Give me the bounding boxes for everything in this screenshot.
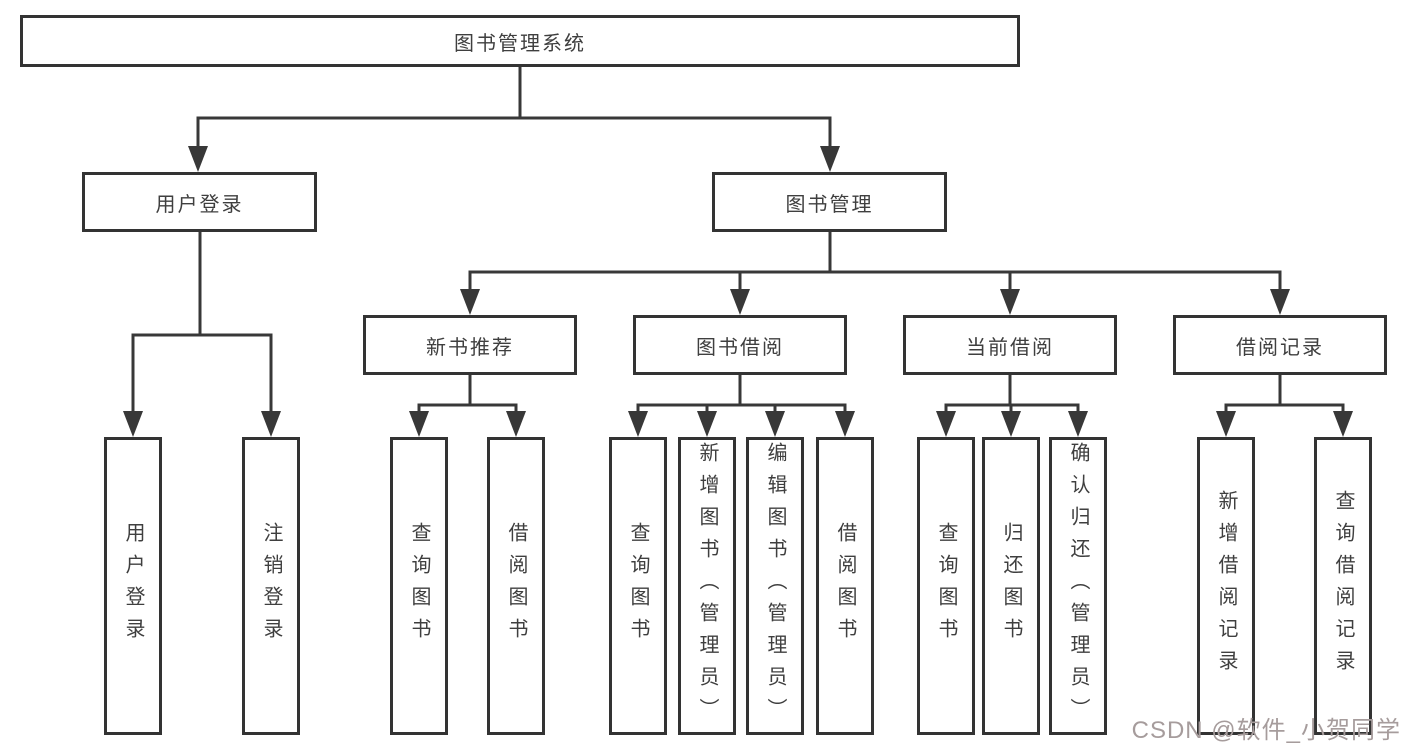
leaf-bb-edit-books-admin: 编辑图书（管理员） — [746, 437, 804, 735]
node-current-borrow: 当前借阅 — [903, 315, 1117, 375]
leaf-nbr-query-books: 查询图书 — [390, 437, 448, 735]
node-label: 借阅记录 — [1236, 336, 1324, 359]
node-label: 注销登录 — [260, 522, 282, 650]
node-label: 当前借阅 — [966, 336, 1054, 359]
leaf-bb-add-books-admin: 新增图书（管理员） — [678, 437, 736, 735]
leaf-br-add-record: 新增借阅记录 — [1197, 437, 1255, 735]
node-new-book-recommend: 新书推荐 — [363, 315, 577, 375]
leaf-logout: 注销登录 — [242, 437, 300, 735]
node-label: 新书推荐 — [426, 336, 514, 359]
node-user-login: 用户登录 — [82, 172, 317, 232]
node-label: 用户登录 — [155, 193, 244, 216]
leaf-cb-query-books: 查询图书 — [917, 437, 975, 735]
node-label: 新增借阅记录 — [1215, 490, 1237, 682]
leaf-user-login: 用户登录 — [104, 437, 162, 735]
node-label: 用户登录 — [122, 522, 144, 650]
node-label: 编辑图书（管理员） — [764, 442, 786, 730]
leaf-br-query-record: 查询借阅记录 — [1314, 437, 1372, 735]
node-label: 借阅图书 — [505, 522, 527, 650]
node-label: 归还图书 — [1000, 522, 1022, 650]
node-label: 图书借阅 — [696, 336, 784, 359]
node-book-borrow: 图书借阅 — [633, 315, 847, 375]
node-root: 图书管理系统 — [20, 15, 1020, 67]
node-label: 新增图书（管理员） — [696, 442, 718, 730]
node-label: 查询图书 — [408, 522, 430, 650]
node-label: 查询图书 — [627, 522, 649, 650]
leaf-nbr-borrow-books: 借阅图书 — [487, 437, 545, 735]
watermark: CSDN @软件_小贺同学 — [1131, 717, 1401, 744]
node-label: 查询借阅记录 — [1332, 490, 1354, 682]
node-label: 图书管理 — [785, 193, 874, 216]
leaf-bb-query-books: 查询图书 — [609, 437, 667, 735]
node-label: 借阅图书 — [834, 522, 856, 650]
node-book-management: 图书管理 — [712, 172, 947, 232]
leaf-bb-borrow-books: 借阅图书 — [816, 437, 874, 735]
node-label: 确认归还（管理员） — [1067, 442, 1089, 730]
node-borrow-records: 借阅记录 — [1173, 315, 1387, 375]
leaf-cb-confirm-return-admin: 确认归还（管理员） — [1049, 437, 1107, 735]
node-label: 查询图书 — [935, 522, 957, 650]
node-label: 图书管理系统 — [454, 32, 586, 55]
leaf-cb-return-books: 归还图书 — [982, 437, 1040, 735]
